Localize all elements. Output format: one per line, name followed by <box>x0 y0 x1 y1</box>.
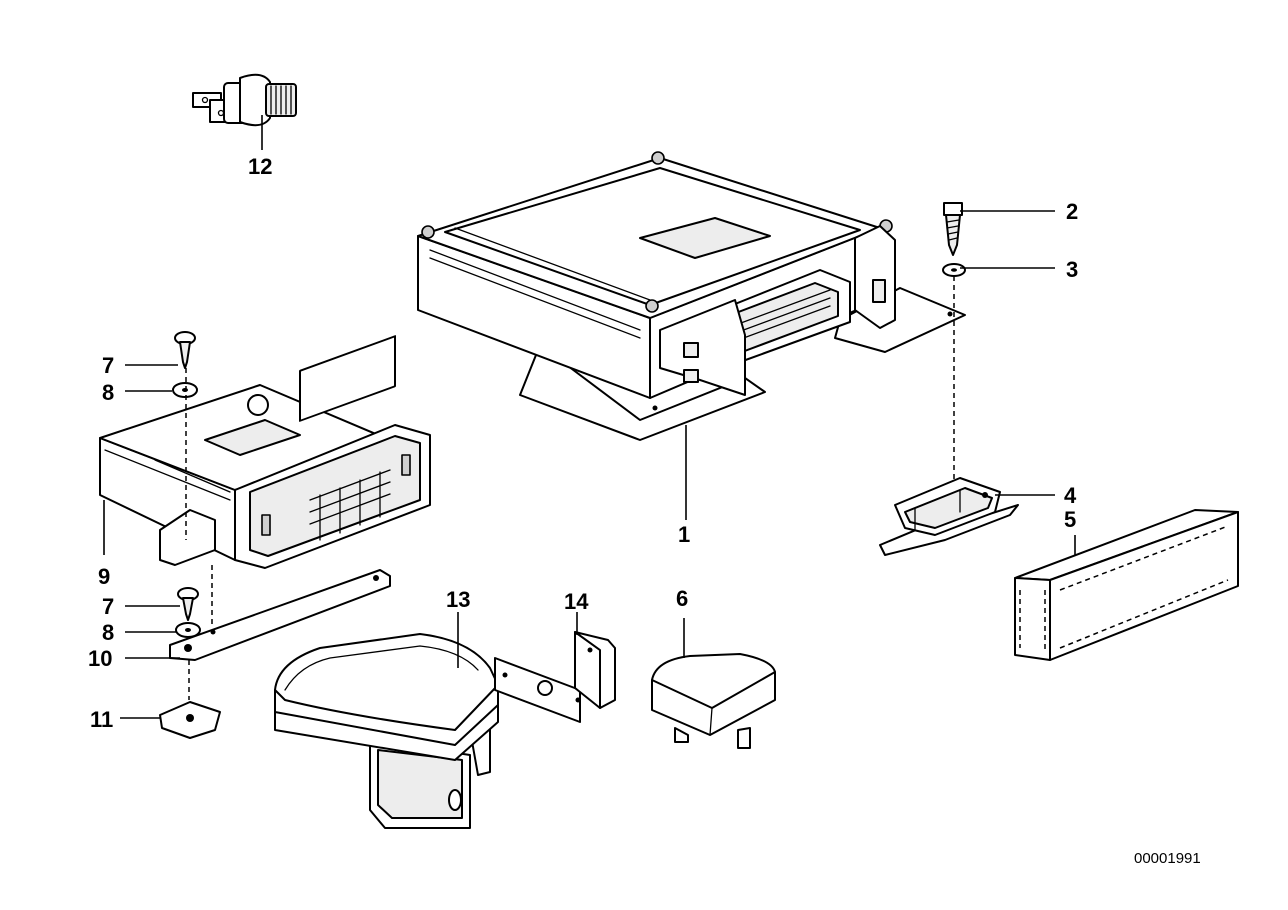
reference-number: 00001991 <box>1134 850 1201 867</box>
part-9-relay-module <box>99 335 431 569</box>
callout-11: 11 <box>90 707 113 732</box>
callout-3: 3 <box>1066 257 1078 282</box>
callout-4: 4 <box>1064 483 1077 508</box>
callout-7-lower: 7 <box>102 594 114 619</box>
assembly-lines <box>185 276 955 700</box>
part-13-relay <box>274 633 499 829</box>
part-6-relay <box>651 653 776 749</box>
callout-12: 12 <box>248 154 272 179</box>
callout-8-lower: 8 <box>102 620 114 645</box>
part-8-washer-upper <box>172 382 198 398</box>
part-1-control-unit <box>417 151 966 441</box>
part-4-holder <box>879 477 1019 556</box>
part-3-washer <box>942 263 966 277</box>
part-14-bracket <box>494 631 616 723</box>
callout-1: 1 <box>678 522 690 547</box>
callout-14: 14 <box>564 589 589 614</box>
callout-9: 9 <box>98 564 110 589</box>
callout-7-upper: 7 <box>102 353 114 378</box>
part-12-temperature-switch <box>192 73 297 127</box>
callout-labels: 1 2 3 4 5 6 7 8 9 7 8 10 11 12 13 14 000… <box>88 154 1201 867</box>
part-2-screw <box>943 202 963 256</box>
leader-lines <box>103 115 1076 719</box>
part-8-washer-lower <box>175 622 201 638</box>
callout-2: 2 <box>1066 199 1078 224</box>
callout-10: 10 <box>88 646 112 671</box>
callout-6: 6 <box>676 586 688 611</box>
part-7-screw-lower <box>177 587 199 621</box>
callout-5: 5 <box>1064 507 1076 532</box>
callout-8-upper: 8 <box>102 380 114 405</box>
callout-13: 13 <box>446 587 470 612</box>
part-7-screw-upper <box>174 331 196 369</box>
part-5-foam-block <box>1014 509 1239 661</box>
part-11-clip-nut <box>159 701 221 739</box>
